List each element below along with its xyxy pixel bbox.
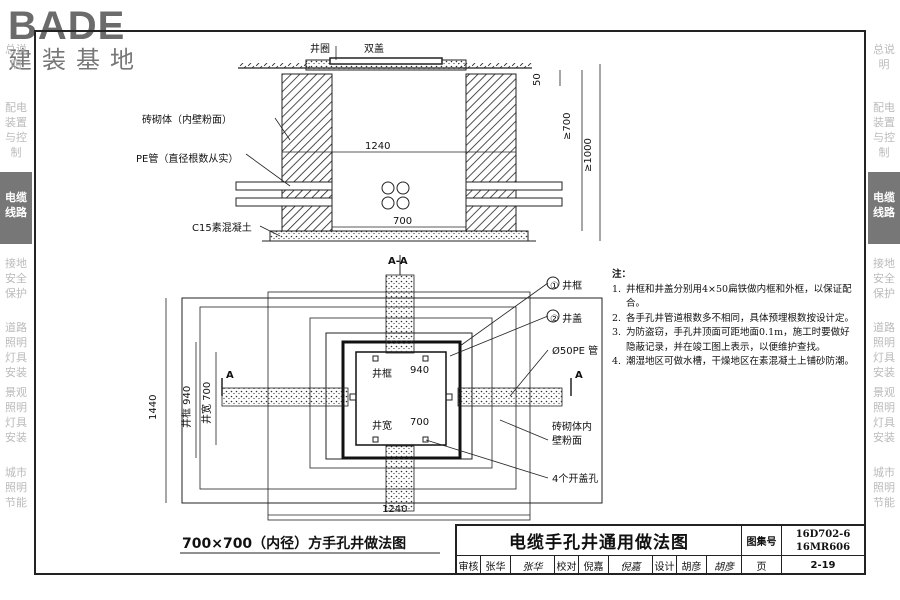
dim-section-700: ≥700 [562,112,573,140]
tab-left-landscape[interactable]: 景观照明灯具安装 [5,386,27,444]
check-signature: 倪嘉 [609,556,653,574]
dim-section-50: 50 [532,73,543,86]
dim-plan-1240: 1240 [382,504,408,515]
review-label: 审核 [457,556,481,574]
tab-right-distribution[interactable]: 配电装置与控制 [873,101,895,159]
label-masonry-plan-2: 壁粉面 [552,436,582,447]
atlas-label: 图集号 [742,526,782,556]
atlas-number-1: 16D702-6 [795,529,851,540]
label-well-frame: ① 井框 [550,281,583,292]
check-name: 倪嘉 [579,556,609,574]
note-text: 井框和井盖分别用4×50扁铁做内框和外框，以保证配合。 [626,283,852,310]
left-tab-column: 总说明 配电装置与控制 电缆线路 接地安全保护 道路照明灯具安装 景观照明灯具安… [0,30,32,575]
tab-left-general[interactable]: 总说明 [5,43,27,71]
well-cover [355,351,447,446]
design-signature: 胡彦 [707,556,742,574]
review-signature: 张华 [511,556,555,574]
concrete-base [269,230,529,242]
section-mark-a-left: A [226,370,234,381]
tab-right-general[interactable]: 总说明 [873,43,895,71]
tab-right-grounding[interactable]: 接地安全保护 [873,257,895,300]
plan-view [165,255,603,521]
brand-logo: BADE 建装基地 [8,6,158,74]
logo-sub-text: 建装基地 [8,46,144,74]
review-name: 张华 [481,556,511,574]
label-well-ring: 井圈 [310,44,330,55]
tab-left-cable[interactable]: 电缆线路 [0,172,32,244]
note-item: 2.各手孔井管道根数多不相同，具体预埋根数按设计定。 [612,312,857,327]
logo-brand-text: BADE [8,4,126,48]
tab-left-distribution[interactable]: 配电装置与控制 [5,101,27,159]
label-well-cover: ② 井盖 [550,314,583,325]
label-width-text: 井宽 [372,421,392,432]
label-pe-pipe: PE管（直径根数从实） [136,154,239,165]
label-cover-holes: 4个开盖孔 [552,474,599,485]
check-label: 校对 [555,556,579,574]
tab-left-road-lighting[interactable]: 道路照明灯具安装 [5,321,27,379]
drawing-title: 电缆手孔井通用做法图 [457,526,742,556]
page-label: 页 [742,556,782,574]
design-label: 设计 [653,556,677,574]
dim-section-width: 1240 [365,141,391,152]
section-mark-aa: A-A [388,256,408,267]
note-text: 各手孔井管道根数多不相同，具体预埋根数按设计定。 [626,312,855,324]
tab-left-energy[interactable]: 城市照明节能 [5,466,27,509]
masonry-wall-right [465,73,517,232]
note-text: 潮湿地区可做水槽，干燥地区在素混凝土上铺砂防潮。 [626,356,855,367]
atlas-number-2: 16MR606 [795,542,851,553]
note-item: 3.为防盗窃，手孔井顶面可距地面0.1m，施工时要做好隐蔽记录，并在竣工图上表示… [612,326,857,355]
label-masonry-plan-1: 砖砌体内 [552,422,592,433]
tab-left-grounding[interactable]: 接地安全保护 [5,257,27,300]
label-frame-dim: 940 [410,365,430,376]
dim-plan-940: 井框 940 [182,385,193,428]
label-width-dim: 700 [410,417,430,428]
label-concrete: C15素混凝土 [192,223,252,234]
design-name: 胡彦 [677,556,707,574]
note-item: 1.井框和井盖分别用4×50扁铁做内框和外框，以保证配合。 [612,283,857,312]
tab-right-cable[interactable]: 电缆线路 [868,172,900,244]
atlas-number: 16D702-6 16MR606 [782,526,864,556]
well-frame [341,340,462,460]
ground-hatch-right [458,63,532,68]
drawing-caption: 700×700（内径）方手孔井做法图 [182,536,407,552]
dim-plan-700: 井宽 700 [202,381,213,424]
title-block: 电缆手孔井通用做法图 图集号 16D702-6 16MR606 审核 张华 张华… [455,524,864,574]
note-item: 4.潮湿地区可做水槽，干燥地区在素混凝土上铺砂防潮。 [612,355,857,370]
dim-section-1000: ≥1000 [583,138,594,172]
dim-section-inner: 700 [393,216,413,227]
dim-plan-1440: 1440 [148,394,159,420]
tab-right-energy[interactable]: 城市照明节能 [873,466,895,509]
right-tab-column: 总说明 配电装置与控制 电缆线路 接地安全保护 道路照明灯具安装 景观照明灯具安… [868,30,900,575]
tab-right-landscape[interactable]: 景观照明灯具安装 [873,386,895,444]
drawing-frame [34,30,866,575]
section-mark-a-right: A [575,370,583,381]
label-double-cover: 双盖 [364,44,384,55]
masonry-wall-left [281,73,333,232]
tab-right-road-lighting[interactable]: 道路照明灯具安装 [873,321,895,379]
section-view [235,46,601,242]
label-frame-text: 井框 [372,369,392,380]
label-pe-50: Ø50PE 管 [552,346,599,357]
page-number: 2-19 [810,559,836,571]
label-masonry: 砖砌体（内壁粉面） [142,115,232,126]
signature-row: 审核 张华 张华 校对 倪嘉 倪嘉 设计 胡彦 胡彦 页 2-19 [457,556,864,574]
ground-hatch-left [238,63,310,68]
notes-block: 注： 1.井框和井盖分别用4×50扁铁做内框和外框，以保证配合。 2.各手孔井管… [612,268,857,370]
note-text: 为防盗窃，手孔井顶面可距地面0.1m，施工时要做好隐蔽记录，并在竣工图上表示，以… [626,327,850,353]
notes-title: 注： [612,269,632,280]
